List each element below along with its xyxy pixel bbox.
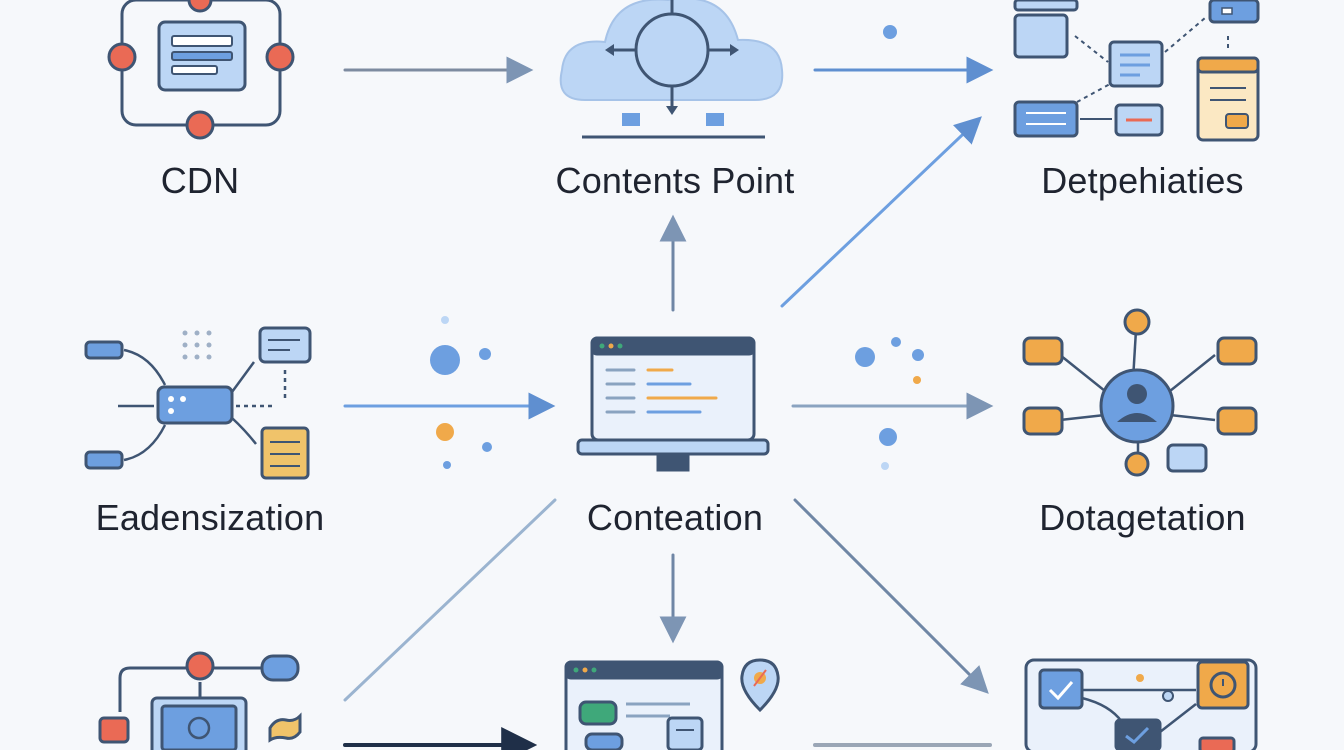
dot-icon (443, 461, 451, 469)
decorative-dots (182, 25, 924, 470)
dot-icon (912, 349, 924, 361)
node-icon-eadensization (84, 326, 312, 480)
dot-icon (436, 423, 454, 441)
node-icon-cdn (107, 0, 295, 140)
node-icon-dotagetation (1022, 308, 1258, 477)
dot-icon (891, 337, 901, 347)
dot-icon (881, 462, 889, 470)
dot-icon (441, 316, 449, 324)
node-icon-bottom-left (98, 651, 302, 750)
node-icon-bottom-right (1024, 658, 1258, 750)
dot-icon (913, 376, 921, 384)
dot-icon (479, 348, 491, 360)
node-icon-bottom-center (564, 658, 780, 750)
node-label-cdn: CDN (160, 160, 240, 201)
dot-icon (430, 345, 460, 375)
node-label-dotagetation: Dotagetation (1039, 497, 1246, 538)
connector-bottom-left-to-conteation (343, 498, 557, 702)
dot-icon (883, 25, 897, 39)
connector-conteation-to-bottom-right (793, 498, 989, 694)
node-label-contents-point: Contents Point (555, 160, 795, 201)
dot-icon (855, 347, 875, 367)
dot-icon (482, 442, 492, 452)
dot-icon (879, 428, 897, 446)
dot-grid-icon (182, 330, 212, 360)
node-label-eadensization: Eadensization (95, 497, 325, 538)
node-icon-detpehiaties (1013, 0, 1260, 142)
connections (343, 56, 994, 750)
node-label-detpehiaties: Detрehiaties (1041, 160, 1244, 201)
node-label-conteation: Conteation (586, 497, 764, 538)
node-icon-conteation (576, 336, 770, 472)
node-icon-contents-point (559, 0, 784, 139)
connector-conteation-to-detpehiaties (780, 116, 982, 308)
